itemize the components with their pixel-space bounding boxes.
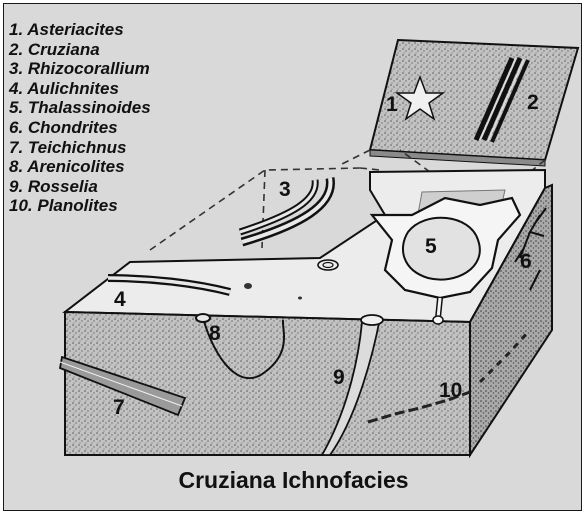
legend-item-thalassinoides: 5. Thalassinoides xyxy=(9,98,151,118)
inset-slab xyxy=(370,40,578,166)
legend-item-rosselia: 9. Rosselia xyxy=(9,177,151,197)
marker-9: 9 xyxy=(333,366,345,389)
marker-8: 8 xyxy=(209,322,221,345)
marker-7: 7 xyxy=(113,396,125,419)
legend-item-planolites: 10. Planolites xyxy=(9,196,151,216)
legend-item-rhizocorallium: 3. Rhizocorallium xyxy=(9,59,151,79)
marker-1: 1 xyxy=(386,93,398,116)
marker-3: 3 xyxy=(279,178,291,201)
marker-5: 5 xyxy=(425,235,437,258)
legend-item-arenicolites: 8. Arenicolites xyxy=(9,157,151,177)
legend-item-chondrites: 6. Chondrites xyxy=(9,118,151,138)
marker-4: 4 xyxy=(114,288,126,311)
legend-item-asteriacites: 1. Asteriacites xyxy=(9,20,151,40)
marker-6: 6 xyxy=(520,250,532,273)
legend-item-cruziana: 2. Cruziana xyxy=(9,40,151,60)
marker-2: 2 xyxy=(527,91,539,114)
figure-caption: Cruziana Ichnofacies xyxy=(0,467,587,494)
legend-item-teichichnus: 7. Teichichnus xyxy=(9,138,151,158)
marker-10: 10 xyxy=(439,379,462,402)
legend-item-aulichnites: 4. Aulichnites xyxy=(9,79,151,99)
trace-fossil-legend: 1. Asteriacites 2. Cruziana 3. Rhizocora… xyxy=(9,20,151,216)
